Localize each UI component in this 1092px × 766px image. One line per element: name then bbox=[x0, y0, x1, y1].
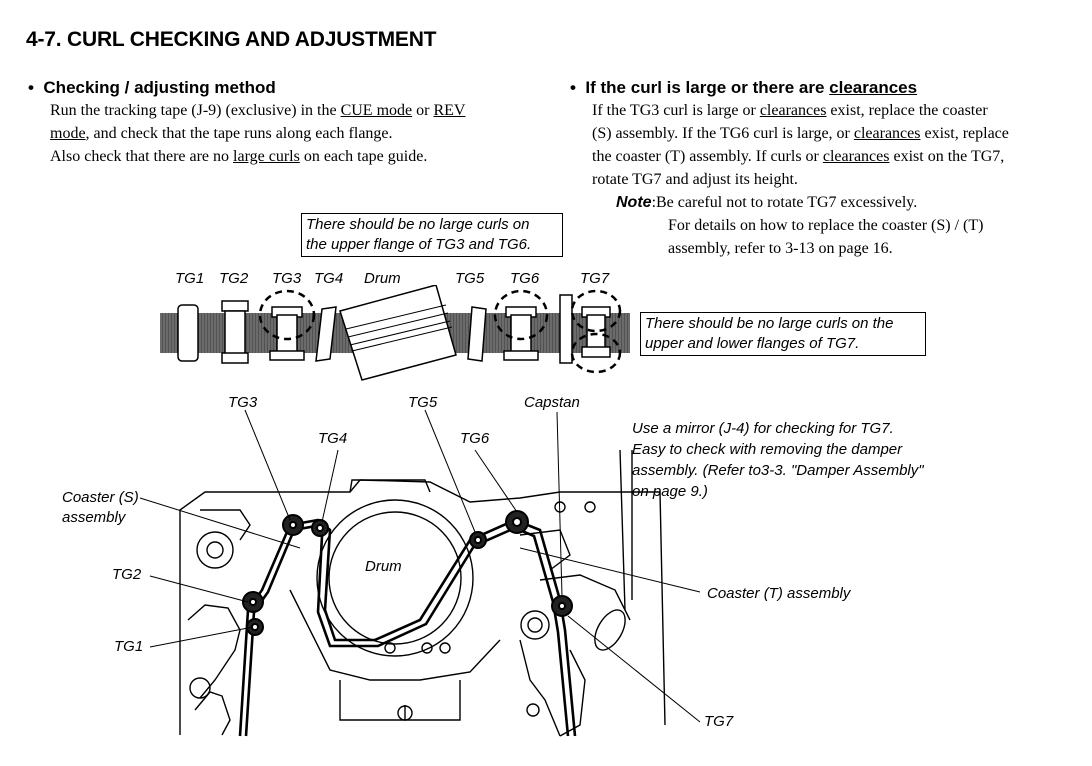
right-heading-underlined: clearances bbox=[829, 78, 918, 97]
text: , and check that the tape runs along eac… bbox=[85, 125, 393, 142]
clearances-text: clearances bbox=[822, 148, 890, 165]
clearances-text: clearances bbox=[759, 102, 827, 119]
right-body: If the TG3 curl is large or clearances e… bbox=[592, 99, 1072, 191]
clearances-text: clearances bbox=[853, 125, 921, 142]
mirror-note: Use a mirror (J-4) for checking for TG7.… bbox=[632, 418, 924, 502]
note: Note:Be careful not to rotate TG7 excess… bbox=[616, 191, 917, 214]
text: Also check that there are no bbox=[50, 148, 234, 165]
callout-line: the upper flange of TG3 and TG6. bbox=[306, 236, 532, 253]
tape-path-illustration bbox=[160, 285, 630, 381]
mech-label-tg2: TG2 bbox=[112, 566, 142, 583]
right-heading: • If the curl is large or there are clea… bbox=[570, 78, 917, 98]
label-tg5: TG5 bbox=[455, 270, 485, 287]
text: exist, replace bbox=[920, 125, 1009, 142]
tg7-upper-check-circle bbox=[570, 289, 622, 333]
label-drum: Drum bbox=[364, 270, 401, 287]
mech-label-tg4: TG4 bbox=[318, 430, 348, 447]
tg7-lower-check-circle bbox=[570, 332, 622, 374]
cue-mode-text: CUE mode bbox=[340, 102, 413, 119]
label-tg2: TG2 bbox=[219, 270, 249, 287]
mechanism-diagram bbox=[139, 409, 701, 737]
tg1-guide-shape bbox=[177, 304, 199, 362]
note-text: :Be careful not to rotate TG7 excessivel… bbox=[651, 194, 918, 211]
mirror-note-line-1: Use a mirror (J-4) for checking for TG7. bbox=[632, 420, 894, 437]
mode-text: mode bbox=[50, 125, 86, 142]
mirror-note-line-4: on page 9.) bbox=[632, 483, 708, 500]
right-line-4: rotate TG7 and adjust its height. bbox=[592, 171, 798, 188]
roller-guides bbox=[242, 510, 573, 636]
note-line-2: For details on how to replace the coaste… bbox=[668, 217, 984, 234]
label-tg6: TG6 bbox=[510, 270, 540, 287]
mech-label-coaster-s: Coaster (S) assembly bbox=[62, 488, 139, 528]
chassis-outline bbox=[179, 449, 666, 737]
text: (S) assembly. If the TG6 curl is large, … bbox=[592, 125, 854, 142]
mirror-note-line-2: Easy to check with removing the damper bbox=[632, 441, 903, 458]
page-title: 4-7. CURL CHECKING AND ADJUSTMENT bbox=[26, 28, 437, 51]
mirror-note-line-3: assembly. (Refer to3-3. "Damper Assembly… bbox=[632, 462, 924, 479]
mech-label-tg1: TG1 bbox=[114, 638, 144, 655]
text: If the TG3 curl is large or bbox=[592, 102, 760, 119]
text: on each tape guide. bbox=[299, 148, 428, 165]
bullet-icon: • bbox=[570, 78, 586, 97]
tape-path-lines bbox=[238, 518, 577, 737]
left-section: • Checking / adjusting method bbox=[28, 78, 276, 98]
coaster-s-line-2: assembly bbox=[62, 509, 126, 526]
left-line-3: Also check that there are no large curls… bbox=[50, 145, 550, 168]
mech-label-tg6: TG6 bbox=[460, 430, 490, 447]
tg3-guide-shape bbox=[258, 289, 316, 361]
callout-tg7: There should be no large curls on the up… bbox=[640, 312, 926, 356]
note-continuation: For details on how to replace the coaste… bbox=[668, 214, 1064, 260]
tg7-guide-shape bbox=[559, 289, 622, 374]
label-tg1: TG1 bbox=[175, 270, 205, 287]
text: or bbox=[412, 102, 434, 119]
right-heading-text: If the curl is large or there are bbox=[585, 78, 830, 97]
leader-lines bbox=[139, 409, 701, 723]
drum-shape bbox=[339, 285, 457, 381]
mech-label-coaster-t: Coaster (T) assembly bbox=[707, 585, 851, 602]
mech-label-capstan: Capstan bbox=[524, 394, 580, 411]
right-line-2: (S) assembly. If the TG6 curl is large, … bbox=[592, 122, 1072, 145]
text: Run the tracking tape (J-9) (exclusive) … bbox=[50, 102, 341, 119]
coaster-s-line-1: Coaster (S) bbox=[62, 489, 139, 506]
tg5-guide-shape bbox=[467, 306, 487, 362]
mech-label-drum: Drum bbox=[365, 558, 402, 575]
callout-line: There should be no large curls on the bbox=[645, 315, 894, 332]
large-curls-text: large curls bbox=[233, 148, 300, 165]
label-tg3: TG3 bbox=[272, 270, 302, 287]
text: exist on the TG7, bbox=[889, 148, 1005, 165]
mech-label-tg5: TG5 bbox=[408, 394, 438, 411]
rev-text: REV bbox=[433, 102, 466, 119]
left-heading-text: Checking / adjusting method bbox=[43, 78, 276, 97]
left-body: Run the tracking tape (J-9) (exclusive) … bbox=[50, 99, 550, 168]
callout-tg3-tg6: There should be no large curls on the up… bbox=[301, 213, 563, 257]
tg3-check-circle bbox=[258, 289, 316, 341]
text: the coaster (T) assembly. If curls or bbox=[592, 148, 823, 165]
note-label: Note bbox=[616, 194, 652, 211]
left-line-2: mode, and check that the tape runs along… bbox=[50, 122, 550, 145]
note-line-3: assembly, refer to 3-13 on page 16. bbox=[668, 240, 893, 257]
left-heading: • Checking / adjusting method bbox=[28, 78, 276, 98]
mech-label-tg3: TG3 bbox=[228, 394, 258, 411]
label-tg4: TG4 bbox=[314, 270, 344, 287]
mech-label-tg7: TG7 bbox=[704, 713, 734, 730]
right-line-3: the coaster (T) assembly. If curls or cl… bbox=[592, 145, 1072, 168]
tg4-guide-shape bbox=[315, 306, 337, 362]
tg6-check-circle bbox=[493, 289, 549, 341]
callout-line: upper and lower flanges of TG7. bbox=[645, 335, 860, 352]
left-line-1: Run the tracking tape (J-9) (exclusive) … bbox=[50, 99, 550, 122]
tg2-guide-shape bbox=[221, 300, 249, 364]
bullet-icon: • bbox=[28, 78, 44, 97]
right-line-1: If the TG3 curl is large or clearances e… bbox=[592, 99, 1072, 122]
text: exist, replace the coaster bbox=[826, 102, 988, 119]
label-tg7: TG7 bbox=[580, 270, 610, 287]
tg6-guide-shape bbox=[493, 289, 549, 361]
callout-line: There should be no large curls on bbox=[306, 216, 530, 233]
